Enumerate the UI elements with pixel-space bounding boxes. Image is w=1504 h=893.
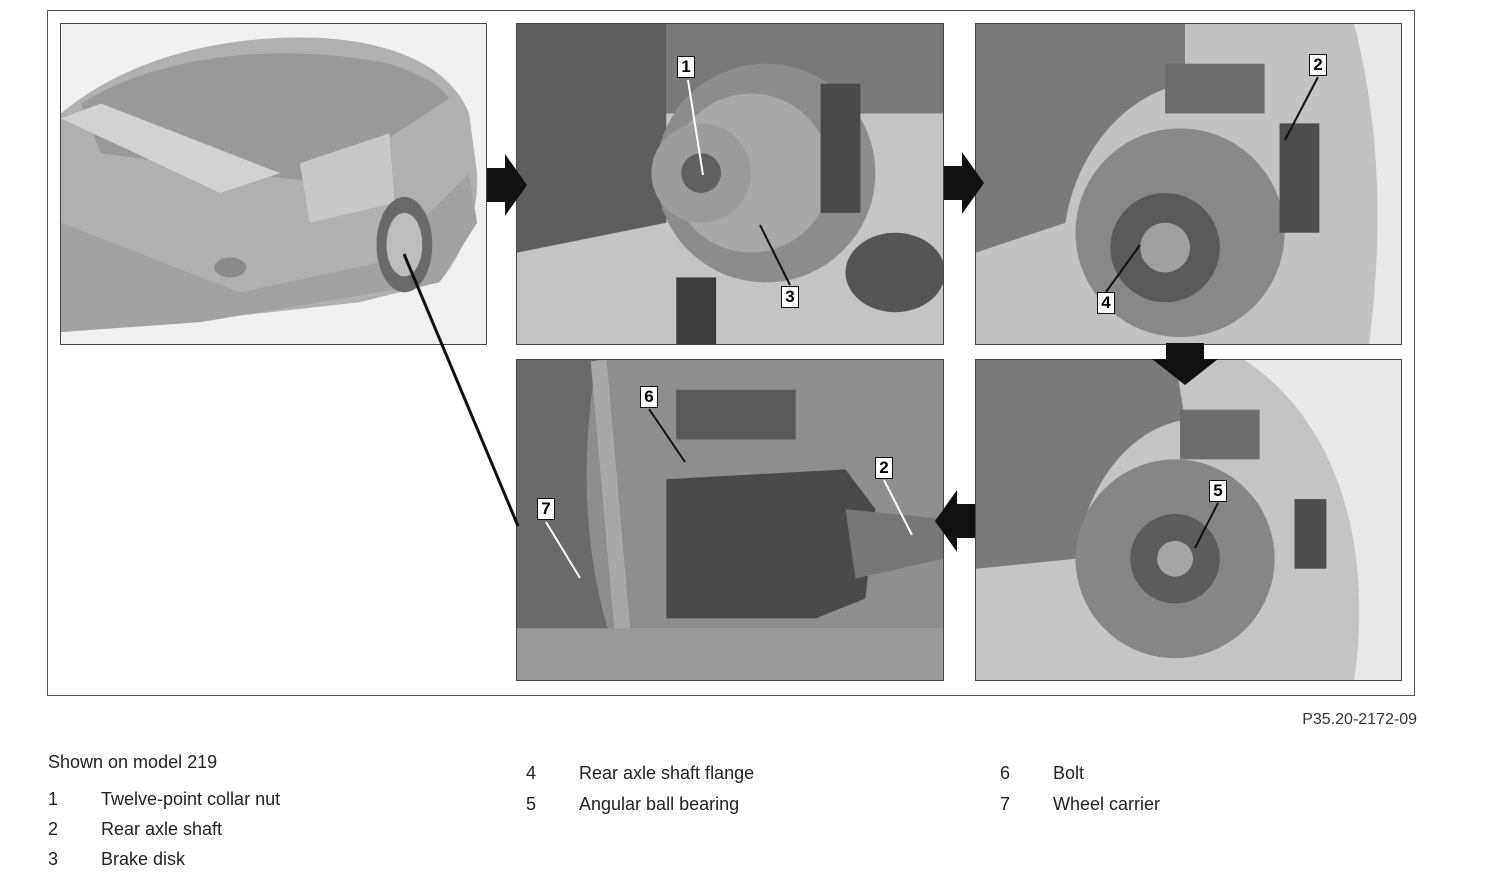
- legend-number: 6: [1000, 763, 1011, 783]
- arrow-right-icon: [944, 152, 984, 214]
- legend-label: Bolt: [1053, 763, 1085, 783]
- legend-number: 1: [48, 789, 59, 809]
- legend-number: 5: [526, 794, 537, 814]
- leader-line: [402, 253, 520, 527]
- legend-label: Twelve-point collar nut: [101, 789, 281, 809]
- ball-bearing-panel: [975, 359, 1402, 681]
- ball-bearing-photo: [976, 360, 1401, 680]
- arrow-right-icon: [487, 154, 527, 216]
- callout-2: 2: [875, 457, 893, 479]
- legend-label: Angular ball bearing: [579, 794, 740, 814]
- callout-6: 6: [640, 386, 658, 408]
- legend-label: Wheel carrier: [1053, 794, 1161, 814]
- arrow-left-icon: [935, 490, 975, 552]
- legend-number: 4: [526, 763, 537, 783]
- legend-number: 2: [48, 819, 59, 839]
- arrow-down-icon: [1152, 343, 1218, 385]
- car-illustration: [61, 37, 478, 333]
- car-overview-panel: [60, 23, 487, 345]
- axle-shaft-panel: [516, 359, 944, 681]
- legend-heading: Shown on model 219: [48, 752, 218, 772]
- callout-3: 3: [781, 286, 799, 308]
- brake-disk-photo: [517, 24, 943, 344]
- legend-label: Rear axle shaft flange: [579, 763, 755, 783]
- brake-disk-panel: [516, 23, 944, 345]
- figure-reference-code: P35.20-2172-09: [1302, 711, 1417, 728]
- axle-shaft-photo: [517, 360, 943, 680]
- callout-7: 7: [537, 498, 555, 520]
- legend-label: Rear axle shaft: [101, 819, 223, 839]
- callout-4: 4: [1097, 292, 1115, 314]
- callout-2: 2: [1309, 54, 1327, 76]
- callout-5: 5: [1209, 480, 1227, 502]
- callout-1: 1: [677, 56, 695, 78]
- axle-flange-panel: [975, 23, 1402, 345]
- legend-number: 7: [1000, 794, 1011, 814]
- legend-number: 3: [48, 849, 59, 869]
- legend-label: Brake disk: [101, 849, 186, 869]
- axle-flange-photo: [976, 24, 1401, 344]
